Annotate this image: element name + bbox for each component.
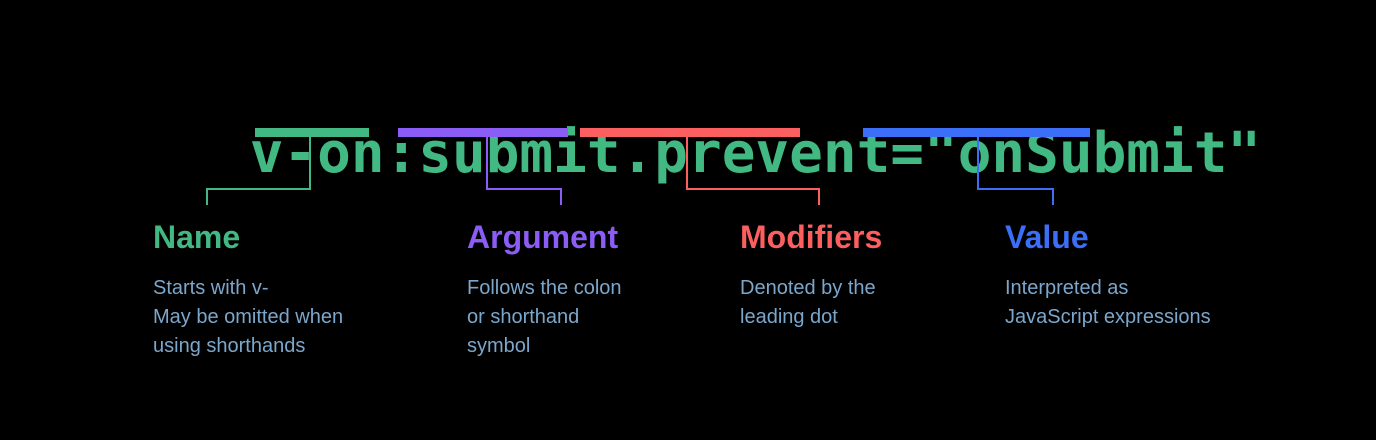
- column-title-modifiers: Modifiers: [740, 219, 883, 255]
- code-segment-value: ="onSubmit": [890, 121, 1262, 186]
- column-argument: Argument Follows the colon or shorthand …: [467, 218, 622, 361]
- column-description-name: Starts with v- May be omitted when using…: [153, 277, 344, 357]
- code-segment-argument: :submit: [384, 121, 621, 186]
- column-title-value: Value: [1005, 219, 1089, 255]
- code-segment-modifiers: .prevent: [620, 121, 891, 186]
- column-title-argument: Argument: [467, 219, 619, 255]
- column-modifiers: Modifiers Denoted by the leading dot: [740, 218, 882, 332]
- column-description-value: Interpreted as JavaScript expressions: [1005, 277, 1211, 328]
- code-segment-name: v-on: [249, 121, 385, 186]
- column-value: Value Interpreted as JavaScript expressi…: [1005, 218, 1211, 332]
- column-description-argument: Follows the colon or shorthand symbol: [467, 277, 622, 357]
- column-name: Name Starts with v- May be omitted when …: [153, 218, 343, 361]
- column-title-name: Name: [153, 219, 241, 255]
- column-description-modifiers: Denoted by the leading dot: [740, 277, 876, 328]
